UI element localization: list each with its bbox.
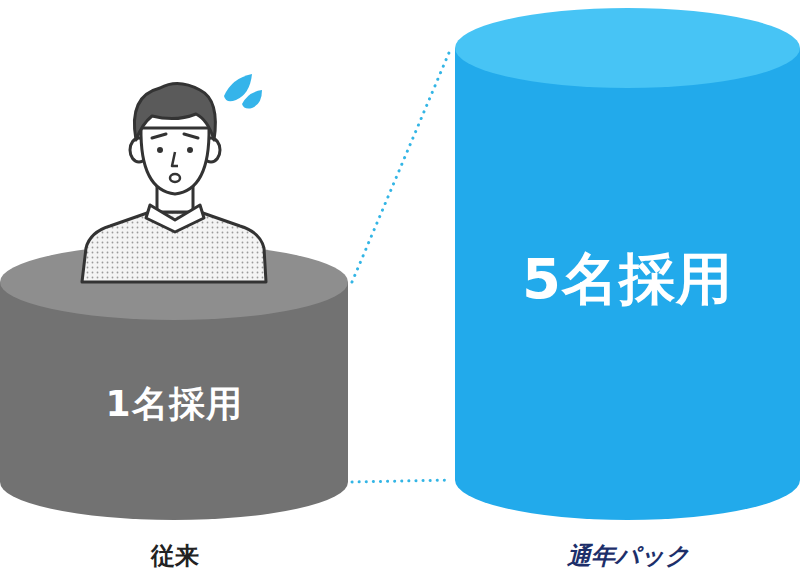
cylinder-top xyxy=(455,8,800,88)
dotted-connector xyxy=(352,480,451,482)
blue-cylinder: 5名採用 xyxy=(455,8,800,520)
brand-logo-text: 通年パック xyxy=(567,540,690,572)
cylinder-shape xyxy=(0,244,348,520)
node-label: 5名採用 xyxy=(522,248,733,520)
node-label: 1名採用 xyxy=(105,384,242,520)
category-label: 従来 xyxy=(151,540,199,572)
cylinder-body xyxy=(455,48,800,520)
cylinder-top xyxy=(0,244,348,320)
dotted-connector xyxy=(352,48,451,282)
gray-cylinder: 1名採用 xyxy=(0,244,348,520)
